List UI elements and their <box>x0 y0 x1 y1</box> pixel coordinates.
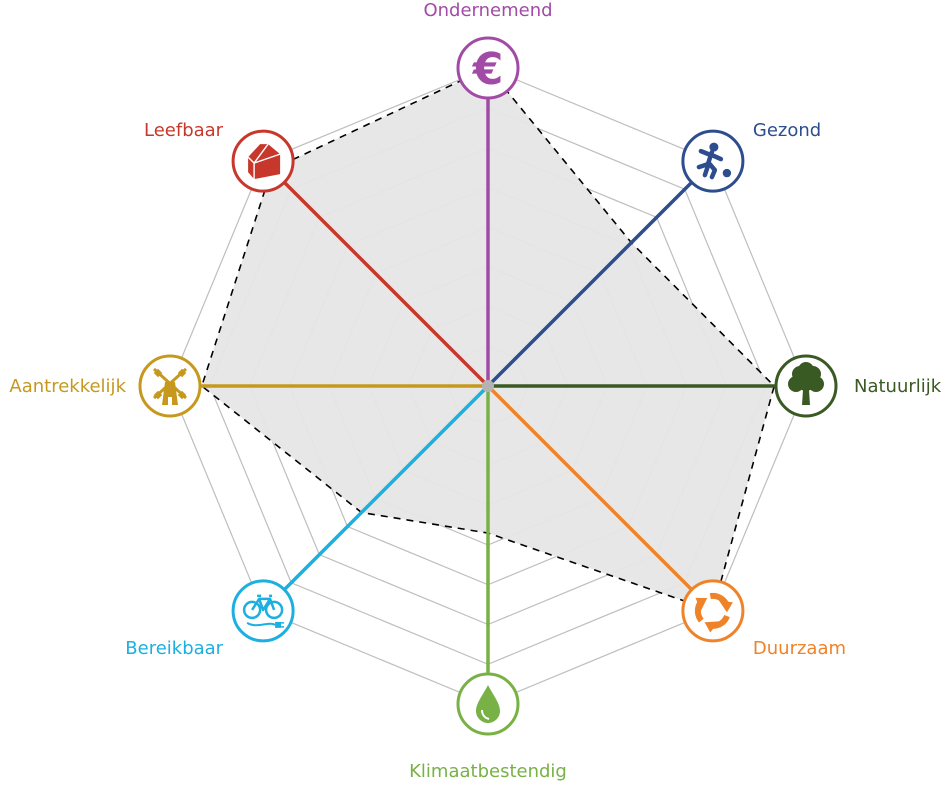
recycle-arrowhead <box>695 597 708 611</box>
bike-wheel-back <box>242 600 262 620</box>
windmill-sail-blade-1 <box>177 368 187 378</box>
tree-trunk <box>802 390 810 405</box>
center-point <box>482 380 494 392</box>
football-player-icon <box>681 129 745 193</box>
recycle-arrows-icon <box>681 579 745 643</box>
icon-ring <box>456 36 520 100</box>
house-icon <box>231 129 295 193</box>
axis-label-ondernemend: Ondernemend <box>423 0 552 21</box>
windmill-icon <box>138 354 202 418</box>
windmill-sail-blade-3 <box>177 390 187 400</box>
euro-glyph: € <box>472 44 504 95</box>
axis-label-gezond: Gezond <box>753 120 821 141</box>
icon-ring <box>681 579 745 643</box>
electric-bike-icon <box>231 579 295 643</box>
axis-line-leefbaar <box>283 181 490 388</box>
euro-icon: € <box>456 36 520 100</box>
windmill-sail-blade-2 <box>153 390 163 400</box>
bike-cable <box>246 621 276 627</box>
tree-leaf-5 <box>797 373 815 391</box>
recycle-arrow-2 <box>694 597 708 623</box>
recycle-arrowhead <box>704 621 719 633</box>
axis-icons-layer: € <box>138 36 838 736</box>
water-drop-icon <box>456 672 520 736</box>
bike-plug <box>275 621 282 628</box>
bike-wheel-front <box>264 600 284 620</box>
recycle-arrow-1 <box>704 614 730 633</box>
bike-frame <box>251 594 276 612</box>
axis-label-leefbaar: Leefbaar <box>144 120 224 141</box>
windmill-sail-blade-0 <box>153 368 163 378</box>
tree-icon <box>774 354 838 418</box>
axis-label-duurzaam: Duurzaam <box>753 638 846 659</box>
drop-highlight <box>481 709 490 720</box>
axis-label-aantrekkelijk: Aantrekkelijk <box>9 376 126 397</box>
windmill-door <box>168 397 172 405</box>
recycle-arrowhead <box>718 600 733 613</box>
axis-label-natuurlijk: Natuurlijk <box>854 376 942 397</box>
axis-line-bereikbaar <box>283 384 490 591</box>
player-body <box>696 148 724 180</box>
axis-line-duurzaam <box>486 384 693 591</box>
bike-plug-pins <box>281 622 285 628</box>
recycle-arrow-0 <box>709 592 733 613</box>
house-shape <box>248 144 281 180</box>
player-head <box>709 142 719 152</box>
axis-labels-layer: Ondernemend Gezond Natuurlijk Duurzaam K… <box>9 0 941 782</box>
axis-line-gezond <box>486 181 693 388</box>
axis-label-klimaatbestendig: Klimaatbestendig <box>409 761 567 782</box>
house-edges <box>247 143 281 180</box>
axis-label-bereikbaar: Bereikbaar <box>125 638 223 659</box>
icon-ring <box>681 129 745 193</box>
ball <box>722 168 732 178</box>
axis-lines-layer <box>200 98 776 674</box>
